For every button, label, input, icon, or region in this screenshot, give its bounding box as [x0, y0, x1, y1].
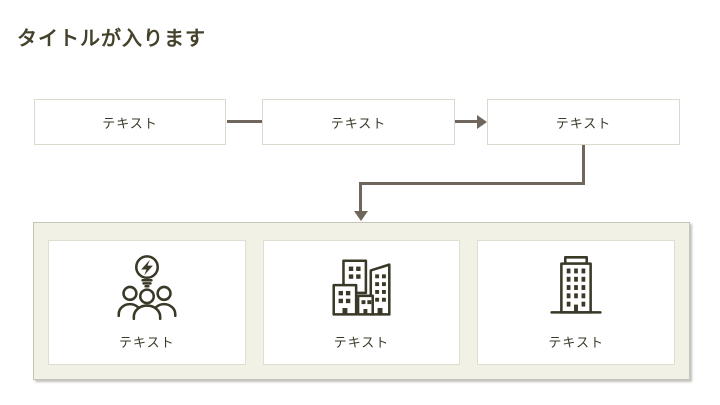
- elbow-connector-vertical-1: [582, 145, 585, 185]
- flow-node-1: テキスト: [34, 99, 226, 145]
- card-team-label: テキスト: [119, 335, 175, 350]
- flow-node-3-label: テキスト: [555, 115, 612, 131]
- card-office: テキスト: [477, 240, 676, 365]
- flow-node-1-label: テキスト: [102, 115, 158, 131]
- flow-node-2: テキスト: [262, 99, 455, 145]
- flow-node-2-label: テキスト: [330, 115, 387, 131]
- result-panel: テキスト: [33, 222, 690, 380]
- card-team: テキスト: [48, 240, 246, 365]
- elbow-connector-horizontal: [359, 182, 585, 185]
- arrow-right-head-icon: [477, 114, 487, 129]
- city-buildings-icon: [323, 241, 401, 332]
- page-title: タイトルが入ります: [17, 28, 206, 50]
- card-buildings-label: テキスト: [333, 335, 390, 350]
- office-building-icon: [537, 241, 615, 332]
- card-office-label: テキスト: [548, 335, 604, 350]
- connector-line-1-2: [227, 120, 262, 123]
- card-buildings: テキスト: [262, 240, 461, 365]
- flow-node-3: テキスト: [487, 99, 680, 145]
- arrow-down-head-icon: [353, 211, 368, 221]
- elbow-connector-vertical-2: [359, 182, 362, 213]
- team-idea-icon: [108, 241, 186, 332]
- connector-arrow-2-3: [455, 120, 479, 123]
